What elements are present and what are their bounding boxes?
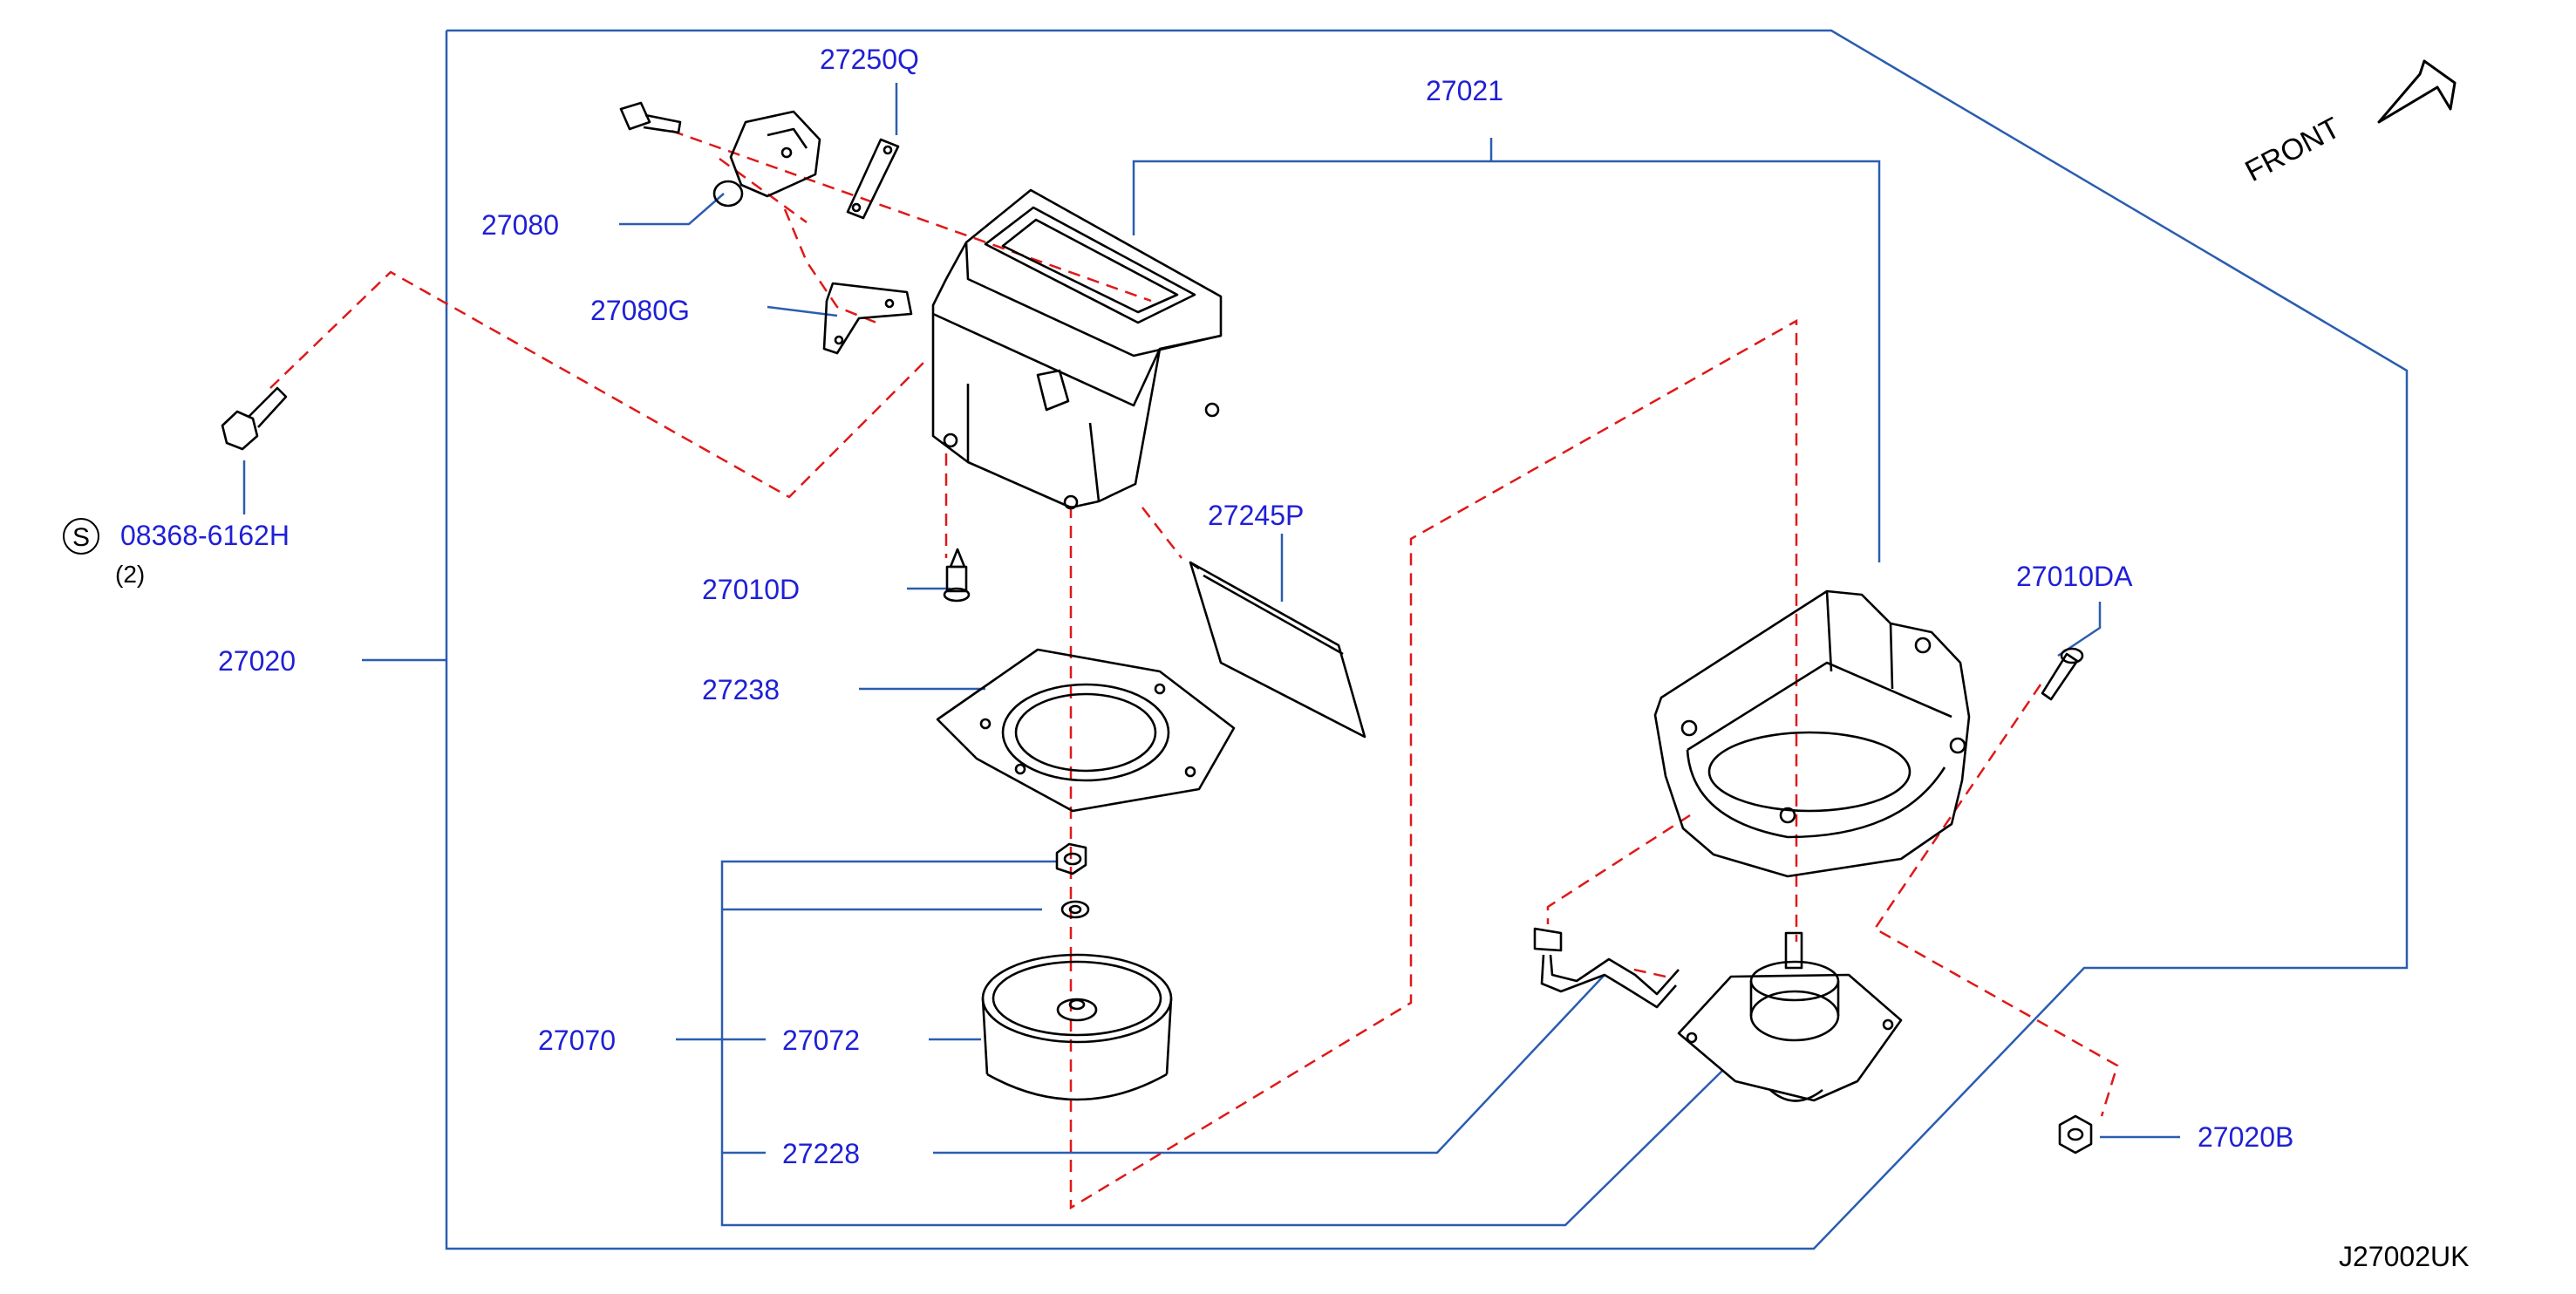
actuator-bolt <box>619 101 682 134</box>
bolt-08368-6162h <box>221 386 288 451</box>
link-27250q <box>846 138 900 220</box>
label-27080g[interactable]: 27080G <box>590 295 690 326</box>
screw-27010da <box>2041 647 2084 701</box>
leader-lines <box>242 83 2180 1227</box>
nut-and-washer <box>1055 842 1090 919</box>
bracket-27080g <box>822 282 913 355</box>
actuator-27080 <box>712 110 821 208</box>
label-27245p[interactable]: 27245P <box>1208 500 1305 531</box>
label-27250q[interactable]: 27250Q <box>820 44 919 75</box>
label-27020b[interactable]: 27020B <box>2198 1121 2294 1153</box>
front-arrow-icon <box>2377 59 2457 124</box>
diagram-code: J27002UK <box>2339 1241 2470 1272</box>
label-08368-6162h[interactable]: 08368-6162H <box>120 520 290 551</box>
label-27021[interactable]: 27021 <box>1426 75 1503 106</box>
fan-wheel-27072 <box>981 953 1173 1101</box>
label-27010da[interactable]: 27010DA <box>2016 561 2133 592</box>
label-27020[interactable]: 27020 <box>218 645 296 677</box>
intake-housing-27021 <box>931 188 1223 510</box>
assembly-frame <box>362 29 2409 1250</box>
bolt-quantity: (2) <box>115 561 146 588</box>
filter-27245p <box>1189 561 1366 739</box>
assembly-dash-lines <box>269 129 2119 1210</box>
parts <box>221 59 2457 1154</box>
label-27080[interactable]: 27080 <box>481 209 559 241</box>
blower-case-27020 <box>1653 589 1971 878</box>
label-27072[interactable]: 27072 <box>782 1025 860 1056</box>
label-27070[interactable]: 27070 <box>538 1025 616 1056</box>
gasket-27238 <box>936 648 1236 813</box>
blower-motor-27070 <box>1677 931 1903 1102</box>
label-27010d[interactable]: 27010D <box>702 574 801 605</box>
harness-27228 <box>1533 927 1680 1009</box>
label-27228[interactable]: 27228 <box>782 1138 860 1169</box>
screw-27010d <box>943 548 971 603</box>
nut-27020b <box>2058 1114 2093 1154</box>
service-part-badge: S <box>63 518 99 555</box>
label-27238[interactable]: 27238 <box>702 674 780 705</box>
